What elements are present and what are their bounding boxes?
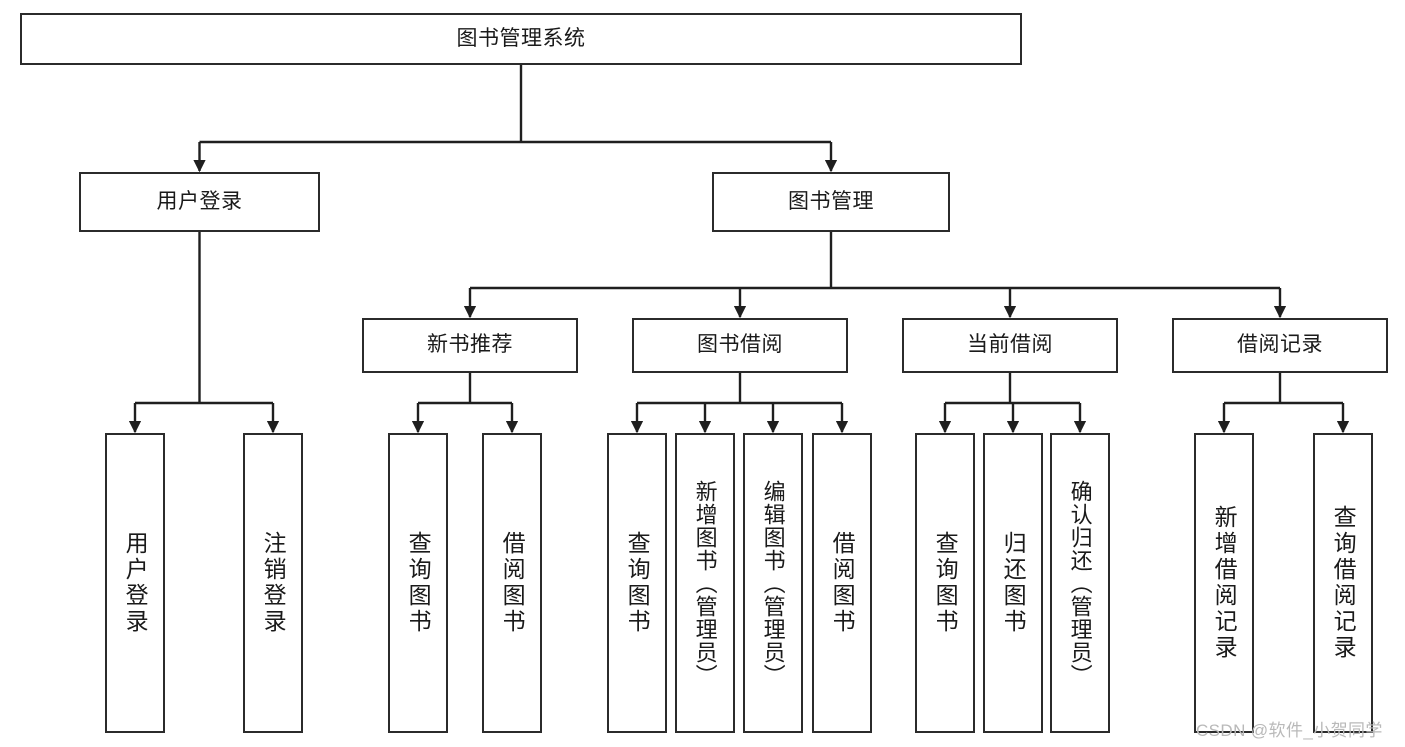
node-label: 借阅图书 — [499, 531, 526, 635]
node-label: 注销登录 — [260, 531, 287, 635]
node-records[interactable]: 借阅记录 — [1172, 318, 1388, 373]
node-root[interactable]: 图书管理系统 — [20, 13, 1022, 65]
node-label: 用户登录 — [122, 531, 149, 635]
node-leaf-query-book-3[interactable]: 查询图书 — [915, 433, 975, 733]
node-leaf-add-record[interactable]: 新增借阅记录 — [1194, 433, 1254, 733]
node-label: 查询图书 — [624, 531, 651, 635]
node-label: 查询图书 — [932, 531, 959, 635]
node-label: 新增借阅记录 — [1211, 505, 1238, 661]
node-label: 确认归还（管理员） — [1067, 479, 1093, 687]
node-leaf-borrow-book-2[interactable]: 借阅图书 — [812, 433, 872, 733]
edge-group — [128, 65, 1350, 434]
node-label: 图书借阅 — [697, 333, 783, 357]
node-leaf-add-book[interactable]: 新增图书（管理员） — [675, 433, 735, 733]
node-label: 归还图书 — [1000, 531, 1027, 635]
node-leaf-borrow-book-1[interactable]: 借阅图书 — [482, 433, 542, 733]
node-label: 编辑图书（管理员） — [760, 479, 786, 687]
node-leaf-confirm-return[interactable]: 确认归还（管理员） — [1050, 433, 1110, 733]
node-bookmgmt[interactable]: 图书管理 — [712, 172, 950, 232]
node-label: 新增图书（管理员） — [692, 479, 718, 687]
node-leaf-edit-book[interactable]: 编辑图书（管理员） — [743, 433, 803, 733]
node-leaf-query-book-2[interactable]: 查询图书 — [607, 433, 667, 733]
node-label: 借阅记录 — [1237, 333, 1323, 357]
watermark-text: CSDN @软件_小贺同学 — [1196, 721, 1383, 740]
node-label: 用户登录 — [156, 189, 243, 213]
node-label: 图书管理 — [788, 189, 874, 213]
node-login[interactable]: 用户登录 — [79, 172, 320, 232]
node-label: 查询图书 — [405, 531, 432, 635]
node-current[interactable]: 当前借阅 — [902, 318, 1118, 373]
node-leaf-return-book[interactable]: 归还图书 — [983, 433, 1043, 733]
node-label: 查询借阅记录 — [1330, 505, 1357, 661]
node-leaf-query-book-1[interactable]: 查询图书 — [388, 433, 448, 733]
node-leaf-query-record[interactable]: 查询借阅记录 — [1313, 433, 1373, 733]
node-leaf-logout[interactable]: 注销登录 — [243, 433, 303, 733]
node-label: 图书管理系统 — [456, 26, 586, 50]
node-borrow[interactable]: 图书借阅 — [632, 318, 848, 373]
node-leaf-user-login[interactable]: 用户登录 — [105, 433, 165, 733]
node-newbook[interactable]: 新书推荐 — [362, 318, 578, 373]
node-label: 借阅图书 — [829, 531, 856, 635]
node-label: 当前借阅 — [967, 333, 1053, 357]
node-label: 新书推荐 — [427, 333, 513, 357]
